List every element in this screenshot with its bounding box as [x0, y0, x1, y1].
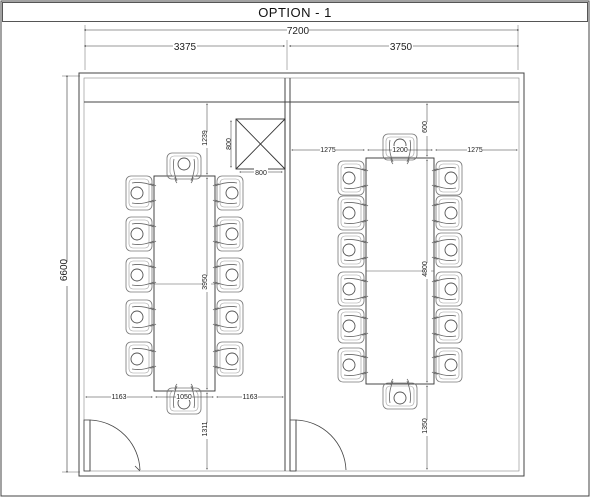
dim-box-height: 800 — [226, 138, 233, 150]
shaft-box — [235, 118, 286, 170]
dim-right-side-right: 1275 — [467, 147, 483, 154]
door-right — [289, 419, 347, 472]
room-walls — [78, 72, 525, 477]
dim-right-top-clearance: 600 — [422, 121, 429, 133]
dim-left-room-width: 3375 — [174, 42, 197, 53]
drawing-title: OPTION - 1 — [2, 2, 588, 22]
dim-right-table-length: 4800 — [422, 261, 429, 277]
left-table-chairs — [125, 152, 244, 415]
dim-right-bottom-clearance: 1350 — [422, 418, 429, 434]
dim-left-table-length: 3950 — [202, 274, 209, 290]
dim-right-table-width: 1200 — [392, 147, 408, 154]
dim-total-width: 7200 — [287, 26, 310, 37]
dim-left-top-clearance: 1239 — [202, 130, 209, 146]
dim-left-bottom-clearance: 1311 — [202, 421, 209, 436]
dim-height: 6600 — [59, 258, 70, 281]
right-table-chairs — [337, 133, 463, 410]
dim-left-table-width: 1050 — [176, 394, 192, 401]
dim-box-width: 800 — [255, 170, 267, 177]
door-left — [83, 419, 141, 472]
dim-right-room-width: 3750 — [390, 42, 413, 53]
dim-left-side-right: 1163 — [242, 394, 257, 401]
dim-right-side-left: 1275 — [320, 147, 336, 154]
dim-left-side-left: 1163 — [111, 394, 126, 401]
